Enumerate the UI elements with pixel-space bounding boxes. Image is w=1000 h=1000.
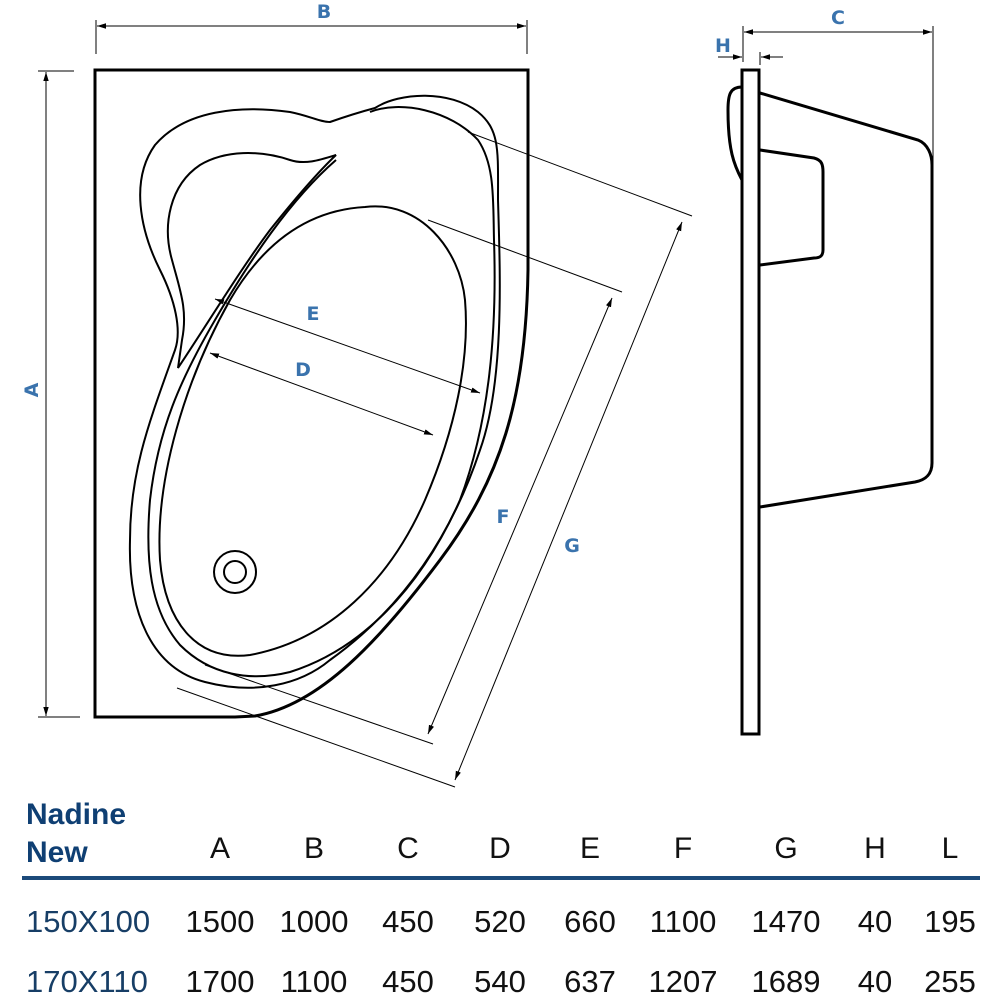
dimension-e: [214, 298, 481, 394]
cell-g: 1470: [751, 904, 821, 939]
side-view: [718, 26, 934, 736]
model-name: Nadine New: [26, 796, 126, 872]
cell-l: 195: [924, 904, 976, 939]
cell-b: 1100: [280, 964, 348, 999]
side-apron: [726, 85, 744, 181]
col-header-d: D: [489, 832, 511, 865]
row-size-label: 150X100: [26, 904, 151, 939]
model-name-line1: Nadine: [26, 798, 127, 831]
rim-inner-contour: [147, 106, 496, 678]
label-a: A: [21, 382, 43, 397]
top-view: [38, 20, 693, 788]
rim-outer-contour: [128, 94, 501, 689]
label-d: D: [295, 359, 311, 381]
cell-h: 40: [857, 964, 893, 999]
label-g: G: [564, 535, 580, 557]
cell-a: 1500: [185, 904, 255, 939]
cell-h: 40: [857, 904, 893, 939]
dimension-c: [742, 26, 934, 175]
col-header-g: G: [774, 832, 798, 865]
dimension-f: [204, 219, 623, 745]
label-e: E: [307, 303, 320, 325]
cell-e: 637: [564, 964, 616, 999]
col-header-e: E: [579, 832, 600, 865]
cell-f: 1207: [648, 964, 718, 999]
col-header-b: B: [303, 832, 324, 865]
cell-d: 520: [474, 904, 526, 939]
cell-d: 540: [474, 964, 526, 999]
header-rule: [22, 876, 980, 880]
drain-inner-icon: [223, 560, 247, 584]
bathtub-technical-drawing: B A E D F G C H: [21, 1, 934, 788]
cell-l: 255: [924, 964, 976, 999]
headrest-contour: [166, 152, 337, 369]
label-f: F: [497, 506, 510, 528]
dimension-a: [38, 70, 80, 718]
side-tub-body: [759, 91, 934, 509]
drain-outer-icon: [213, 550, 257, 594]
col-header-h: H: [864, 832, 886, 865]
row-size-label: 170X110: [26, 964, 148, 999]
cell-f: 1100: [649, 904, 717, 939]
label-c: C: [831, 7, 845, 29]
label-h: H: [715, 35, 731, 57]
side-rim: [740, 68, 761, 736]
cell-g: 1689: [751, 964, 821, 999]
cell-e: 660: [564, 904, 616, 939]
side-seat: [759, 148, 825, 267]
dimension-h: [718, 52, 783, 65]
col-header-c: C: [397, 832, 419, 865]
cell-c: 450: [382, 904, 434, 939]
col-header-l: L: [941, 832, 959, 865]
label-b: B: [317, 1, 331, 23]
dimension-g: [176, 131, 693, 788]
cell-a: 1700: [185, 964, 255, 999]
model-name-line2: New: [26, 836, 88, 869]
cell-b: 1000: [279, 904, 349, 939]
col-header-a: A: [209, 832, 230, 865]
cell-c: 450: [382, 964, 434, 999]
col-header-f: F: [673, 832, 693, 865]
dimension-b: [95, 20, 528, 54]
dimension-d: [209, 352, 434, 436]
